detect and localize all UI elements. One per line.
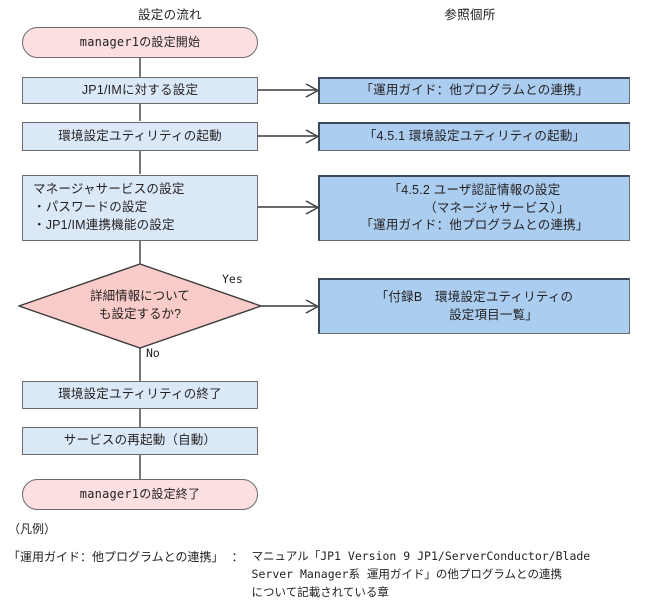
node-ref1-box[interactable]: 「運用ガイド：他プログラムとの連携」 [318, 77, 630, 104]
node-step1-process[interactable]: JP1/IMに対する設定 [22, 77, 258, 104]
arrowhead-ref3 [305, 200, 320, 215]
arrowhead-ref1 [305, 83, 320, 98]
node-ref3-label: 「4.5.2 ユーザ認証情報の設定 （マネージャサービス）」 「運用ガイド：他プ… [360, 182, 589, 233]
node-start-terminator[interactable]: manager1の設定開始 [22, 27, 258, 58]
column-header-flow: 設定の流れ [137, 8, 202, 22]
edge-label-no: No [146, 346, 160, 360]
node-ref2-label: 「4.5.1 環境設定ユティリティの起動」 [363, 129, 586, 144]
node-ref1-label: 「運用ガイド：他プログラムとの連携」 [360, 83, 589, 98]
node-decision-label: 詳細情報について も設定するか? [90, 289, 190, 321]
node-ref4-label: 「付録B 環境設定ユティリティの 設定項目一覧」 [375, 289, 574, 322]
node-step4-label: 環境設定ユティリティの終了 [58, 387, 222, 402]
legend-term: 「運用ガイド：他プログラムとの連携」 [8, 550, 224, 564]
column-header-reference: 参照個所 [444, 8, 496, 22]
node-ref4-box[interactable]: 「付録B 環境設定ユティリティの 設定項目一覧」 [318, 278, 630, 334]
node-step2-label: 環境設定ユティリティの起動 [58, 128, 222, 143]
node-start-label: manager1の設定開始 [79, 34, 201, 49]
node-step5-process[interactable]: サービスの再起動（自動） [22, 427, 258, 455]
node-step5-label: サービスの再起動（自動） [63, 433, 217, 448]
legend: （凡例） 「運用ガイド：他プログラムとの連携」 ： マニュアル「JP1 Vers… [8, 520, 648, 601]
node-end-terminator[interactable]: manager1の設定終了 [22, 479, 258, 510]
legend-row: 「運用ガイド：他プログラムとの連携」 ： マニュアル「JP1 Version 9… [8, 548, 648, 601]
node-step3-label: マネージャサービスの設定 ・パスワードの設定 ・JP1/IM連携機能の設定 [33, 182, 185, 232]
node-ref3-box[interactable]: 「4.5.2 ユーザ認証情報の設定 （マネージャサービス）」 「運用ガイド：他プ… [318, 175, 630, 241]
legend-title: （凡例） [8, 522, 57, 536]
node-step4-process[interactable]: 環境設定ユティリティの終了 [22, 381, 258, 409]
node-end-label: manager1の設定終了 [79, 486, 201, 501]
legend-separator: ： [231, 550, 244, 564]
node-step2-process[interactable]: 環境設定ユティリティの起動 [22, 122, 258, 151]
node-decision-diamond[interactable]: 詳細情報について も設定するか? [18, 263, 262, 349]
node-step3-process[interactable]: マネージャサービスの設定 ・パスワードの設定 ・JP1/IM連携機能の設定 [22, 175, 258, 241]
legend-description: マニュアル「JP1 Version 9 JP1/ServerConductor/… [251, 549, 591, 599]
edge-label-yes: Yes [222, 272, 243, 286]
arrowhead-ref2 [305, 129, 320, 144]
node-ref2-box[interactable]: 「4.5.1 環境設定ユティリティの起動」 [318, 122, 630, 151]
node-step1-label: JP1/IMに対する設定 [81, 82, 199, 97]
decision-diamond-shape [18, 263, 262, 349]
arrowhead-ref4 [305, 299, 320, 314]
